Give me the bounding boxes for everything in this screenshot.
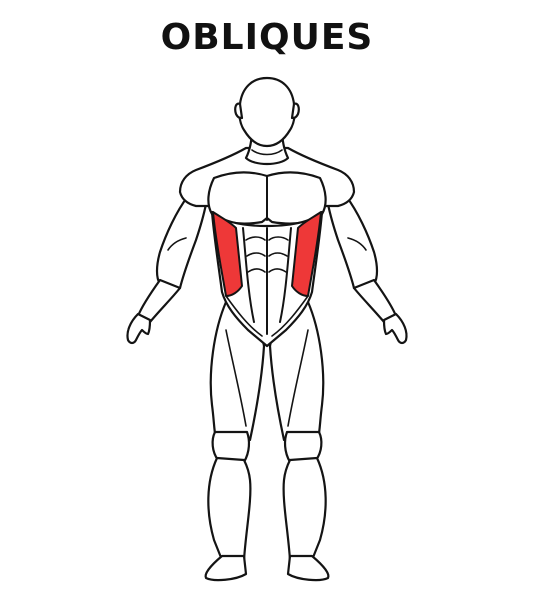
right-leg xyxy=(268,300,330,582)
right-arm xyxy=(326,194,408,345)
right-oblique xyxy=(291,211,322,297)
page-title: OBLIQUES xyxy=(160,17,374,58)
abdominals xyxy=(242,227,292,335)
left-oblique xyxy=(212,211,243,297)
left-arm xyxy=(126,194,208,345)
left-leg xyxy=(204,300,266,582)
torso xyxy=(178,146,356,348)
head xyxy=(234,76,300,148)
